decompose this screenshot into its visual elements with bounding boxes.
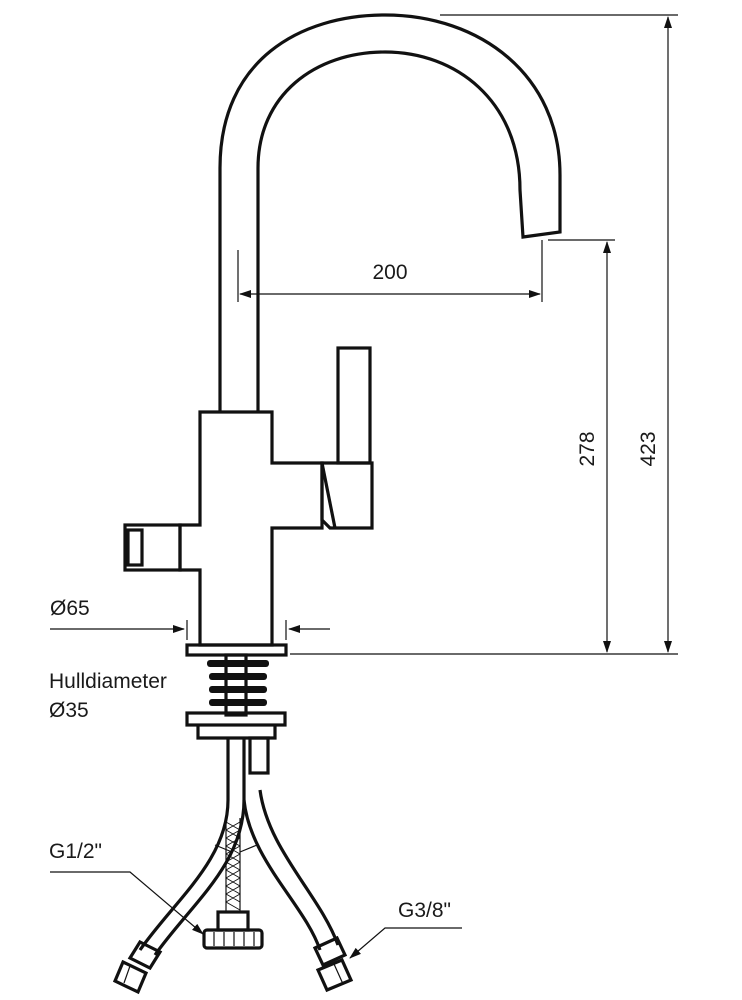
connection-large-label: G1/2"	[49, 840, 102, 863]
connection-small-leader	[349, 927, 462, 959]
center-connector	[202, 910, 264, 950]
right-hose-fitting	[312, 935, 354, 993]
mounting-rings	[207, 660, 269, 706]
outlet-height-dimension	[548, 239, 615, 653]
reach-value: 200	[372, 261, 407, 284]
spout-outline	[218, 13, 562, 412]
outlet-height-value: 278	[576, 431, 599, 466]
base-diameter-value: Ø65	[50, 597, 90, 620]
base-diameter-dimension	[50, 620, 330, 640]
hole-diameter-value: Ø35	[49, 699, 89, 722]
connection-small-label: G3/8"	[398, 899, 451, 922]
left-hose-fitting	[112, 939, 163, 995]
mounting-nut	[185, 711, 287, 727]
reach-dimension	[237, 240, 543, 302]
total-height-dimension	[290, 14, 678, 655]
faucet-body	[178, 410, 324, 647]
supply-hoses	[138, 738, 340, 956]
total-height-value: 423	[637, 431, 660, 466]
connection-large-leader	[50, 871, 204, 935]
mounting-shank	[224, 653, 248, 717]
side-valve	[123, 523, 182, 572]
hole-diameter-label: Hulldiameter	[49, 670, 167, 693]
lever-handle	[336, 346, 372, 465]
